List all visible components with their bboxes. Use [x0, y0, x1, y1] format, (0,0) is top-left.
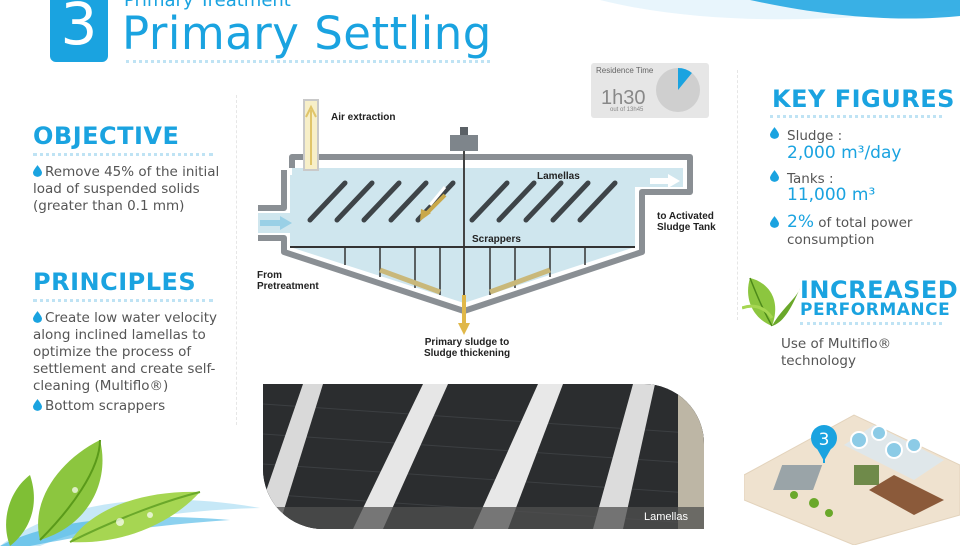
leaves-decoration — [0, 439, 260, 546]
water-drop-icon — [33, 399, 42, 411]
water-drop-icon — [33, 165, 42, 177]
to-activated-sludge-label: to Activated Sludge Tank — [657, 211, 716, 233]
water-drop-icon — [770, 127, 779, 139]
air-arrow-icon — [305, 104, 317, 165]
leaf-icon — [742, 277, 800, 327]
principles-item: Create low water velocity along inclined… — [33, 310, 233, 395]
tank-wall — [258, 154, 693, 314]
principles-item-text: Bottom scrappers — [45, 398, 166, 414]
air-extraction-label: Air extraction — [331, 112, 396, 123]
power-text: of total power consumption — [787, 215, 913, 248]
lamella-plates — [307, 180, 618, 223]
title-underline — [126, 60, 490, 63]
settling-arrow-icon — [423, 193, 447, 217]
tanks-label: Tanks : — [787, 171, 834, 187]
performance-heading: PERFORMANCE — [800, 300, 951, 320]
objective-divider — [33, 153, 213, 156]
principles-item-text: Create low water velocity along inclined… — [33, 310, 218, 394]
step-number: 3 — [60, 0, 98, 58]
increased-heading: INCREASED — [800, 276, 959, 304]
sludge-label: Sludge : — [787, 128, 843, 144]
residence-time-label: Residence Time — [596, 66, 654, 75]
objective-heading: OBJECTIVE — [33, 122, 180, 150]
from-pretreatment-label: From Pretreatment — [257, 270, 319, 292]
column-separator — [737, 70, 738, 320]
lamellas-photo: Lamellas — [263, 384, 704, 529]
key-figures-heading: KEY FIGURES — [772, 85, 955, 113]
power-figure: 2% of total power consumption — [787, 214, 947, 249]
residence-time-box: Residence Time 1h30 out of 13h45 — [591, 63, 709, 118]
photo-caption: Lamellas — [643, 511, 688, 523]
power-value: 2% — [787, 212, 814, 232]
step-number-badge: 3 — [50, 0, 108, 62]
objective-text-block: Remove 45% of the initial load of suspen… — [33, 164, 223, 215]
category-label: Primary Treatment — [124, 0, 291, 11]
plant-location-map: 3 — [744, 414, 960, 545]
multiflo-text: Use of Multiflo® technology — [781, 336, 892, 369]
tanks-value: 11,000 m³ — [787, 185, 876, 205]
residence-time-pie — [656, 68, 700, 112]
principles-divider — [33, 299, 213, 302]
water-drop-icon — [770, 170, 779, 182]
water-drop-icon — [770, 216, 779, 228]
tank-water — [258, 168, 683, 303]
photo-caption-bar: Lamellas — [263, 507, 704, 529]
sludge-value: 2,000 m³/day — [787, 143, 902, 163]
map-marker-number: 3 — [819, 430, 830, 450]
page-title: Primary Settling — [122, 7, 492, 60]
top-wave-decoration — [600, 0, 960, 20]
objective-text: Remove 45% of the initial load of suspen… — [33, 164, 220, 214]
residence-time-total: out of 13h45 — [610, 107, 644, 113]
sludge-arrow-icon — [379, 267, 441, 295]
settling-tank-diagram — [258, 99, 693, 335]
scrappers-label: Scrappers — [472, 234, 521, 245]
increased-divider — [800, 322, 942, 325]
scrapper-motor — [450, 135, 478, 151]
map-marker-icon — [811, 425, 837, 451]
primary-sludge-label: Primary sludge to Sludge thickening — [423, 337, 511, 359]
column-separator — [236, 95, 237, 425]
key-figures-divider — [770, 115, 942, 118]
principles-item: Bottom scrappers — [33, 398, 233, 415]
sludge-arrow-icon — [489, 267, 551, 295]
residence-time-value: 1h30 — [601, 87, 646, 109]
lamellas-label: Lamellas — [537, 171, 580, 182]
principles-heading: PRINCIPLES — [33, 268, 197, 296]
lamellas-photo-image — [263, 384, 704, 529]
water-drop-icon — [33, 311, 42, 323]
